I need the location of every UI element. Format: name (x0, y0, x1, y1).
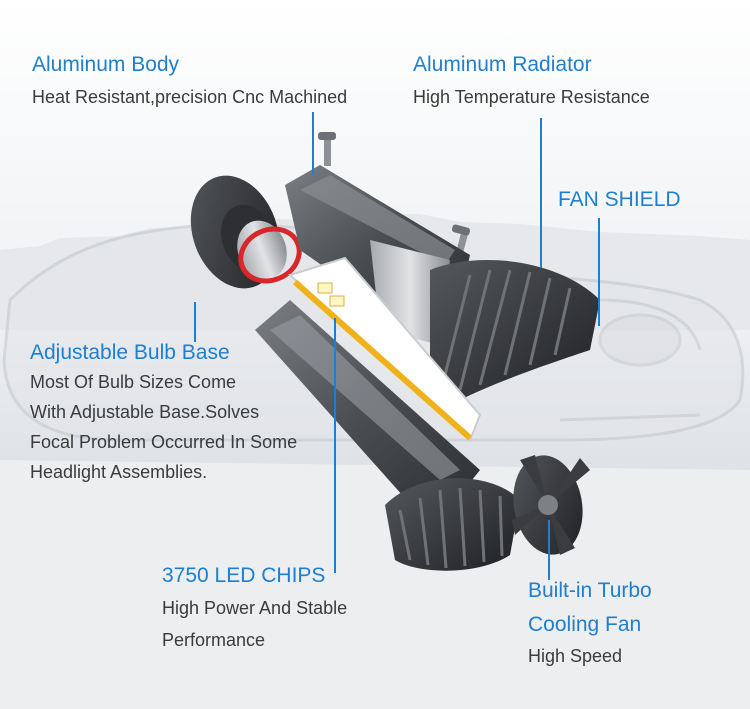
led-board (288, 256, 482, 442)
lower-housing (255, 300, 480, 520)
turbo-fan (512, 455, 590, 555)
adjustable-base-title: Adjustable Bulb Base (30, 341, 230, 364)
aluminum-radiator-title: Aluminum Radiator (413, 53, 592, 76)
adjustable-base-desc-line: Headlight Assemblies. (30, 462, 208, 482)
led-chips-title: 3750 LED CHIPS (162, 564, 326, 587)
leader-line-adjustable-base (194, 302, 196, 342)
o-ring (238, 226, 302, 284)
led-chips-desc-line: High Power And Stable (162, 598, 348, 618)
aluminum-radiator-desc: High Temperature Resistance (413, 87, 650, 107)
fan-shield-title: FAN SHIELD (558, 188, 681, 211)
leader-line-aluminum-radiator (540, 118, 542, 268)
aluminum-body-desc: Heat Resistant,precision Cnc Machined (32, 87, 348, 107)
led-chips-desc-line: Performance (162, 630, 266, 650)
leader-line-led-chips (334, 318, 336, 573)
adjustable-base-desc-line: Focal Problem Occurred In Some (30, 432, 298, 452)
adjustable-base-desc-line: Most Of Bulb Sizes Come (30, 372, 237, 392)
adjustable-base-desc-line: With Adjustable Base.Solves (30, 402, 260, 422)
leader-line-aluminum-body (312, 112, 314, 174)
screw (318, 132, 336, 166)
leader-line-fan-shield (598, 218, 600, 326)
leader-line-turbo-fan (548, 520, 550, 580)
lower-radiator (385, 478, 520, 571)
aluminum-radiator (430, 260, 600, 400)
aluminum-body-title: Aluminum Body (32, 53, 180, 76)
turbo-fan-title-line: Built-in Turbo (528, 579, 652, 602)
turbo-fan-title-line: Cooling Fan (528, 613, 642, 636)
turbo-fan-desc: High Speed (528, 646, 623, 666)
bulb-base (190, 175, 287, 289)
